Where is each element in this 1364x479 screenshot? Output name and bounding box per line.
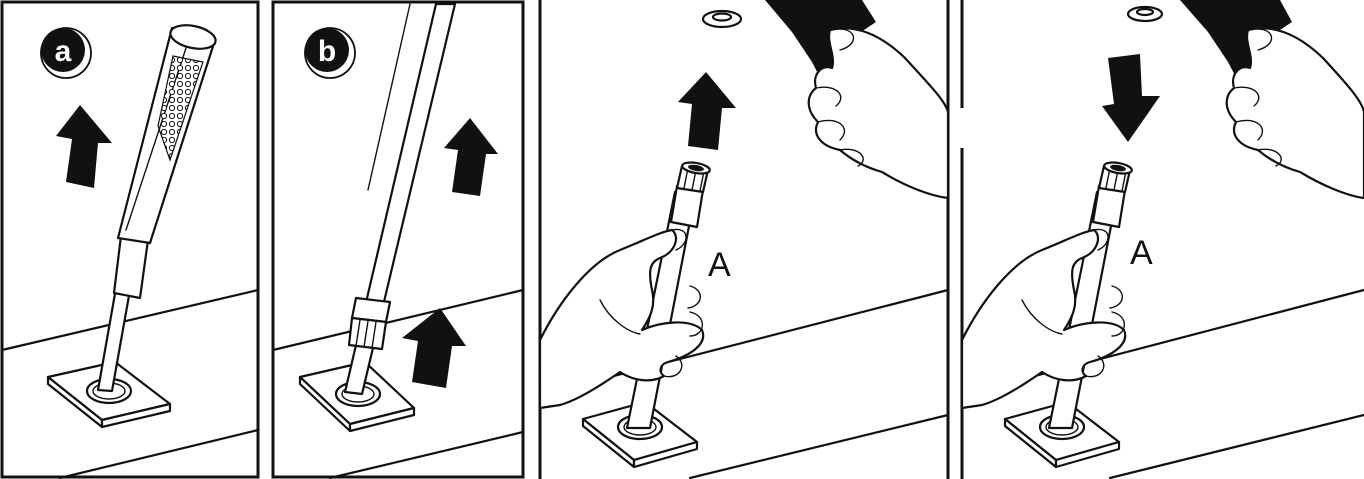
washer bbox=[703, 11, 741, 27]
part-label-a: A bbox=[708, 246, 731, 284]
deck-edge-front bbox=[1110, 415, 1364, 478]
step-badge-b: b bbox=[305, 28, 355, 78]
deck-edge-front bbox=[330, 432, 523, 478]
deck-edge-front bbox=[690, 415, 948, 478]
hose-nut bbox=[349, 298, 390, 349]
step-badge-b-label: b bbox=[318, 35, 336, 68]
arrow-up-icon bbox=[56, 105, 112, 188]
hose-fitting bbox=[671, 161, 711, 227]
washer bbox=[1128, 7, 1162, 21]
panel-a: a bbox=[2, 2, 258, 478]
deck-edge-back bbox=[273, 290, 523, 350]
arrow-up-icon bbox=[678, 72, 736, 150]
deck-edge-front bbox=[60, 430, 258, 478]
panel-b: b bbox=[273, 2, 523, 478]
arrow-up-icon bbox=[402, 308, 466, 388]
panel-d: A bbox=[962, 0, 1364, 479]
hose-fitting bbox=[1093, 161, 1133, 227]
step-badge-a-label: a bbox=[55, 35, 72, 68]
panel-c: A bbox=[540, 0, 948, 479]
handle-neck bbox=[114, 236, 148, 298]
arrow-down-icon bbox=[1102, 54, 1160, 142]
arrow-up-icon bbox=[444, 118, 498, 196]
step-badge-a: a bbox=[41, 28, 91, 78]
deck-edge-back bbox=[2, 290, 258, 350]
part-label-a: A bbox=[1130, 234, 1153, 272]
